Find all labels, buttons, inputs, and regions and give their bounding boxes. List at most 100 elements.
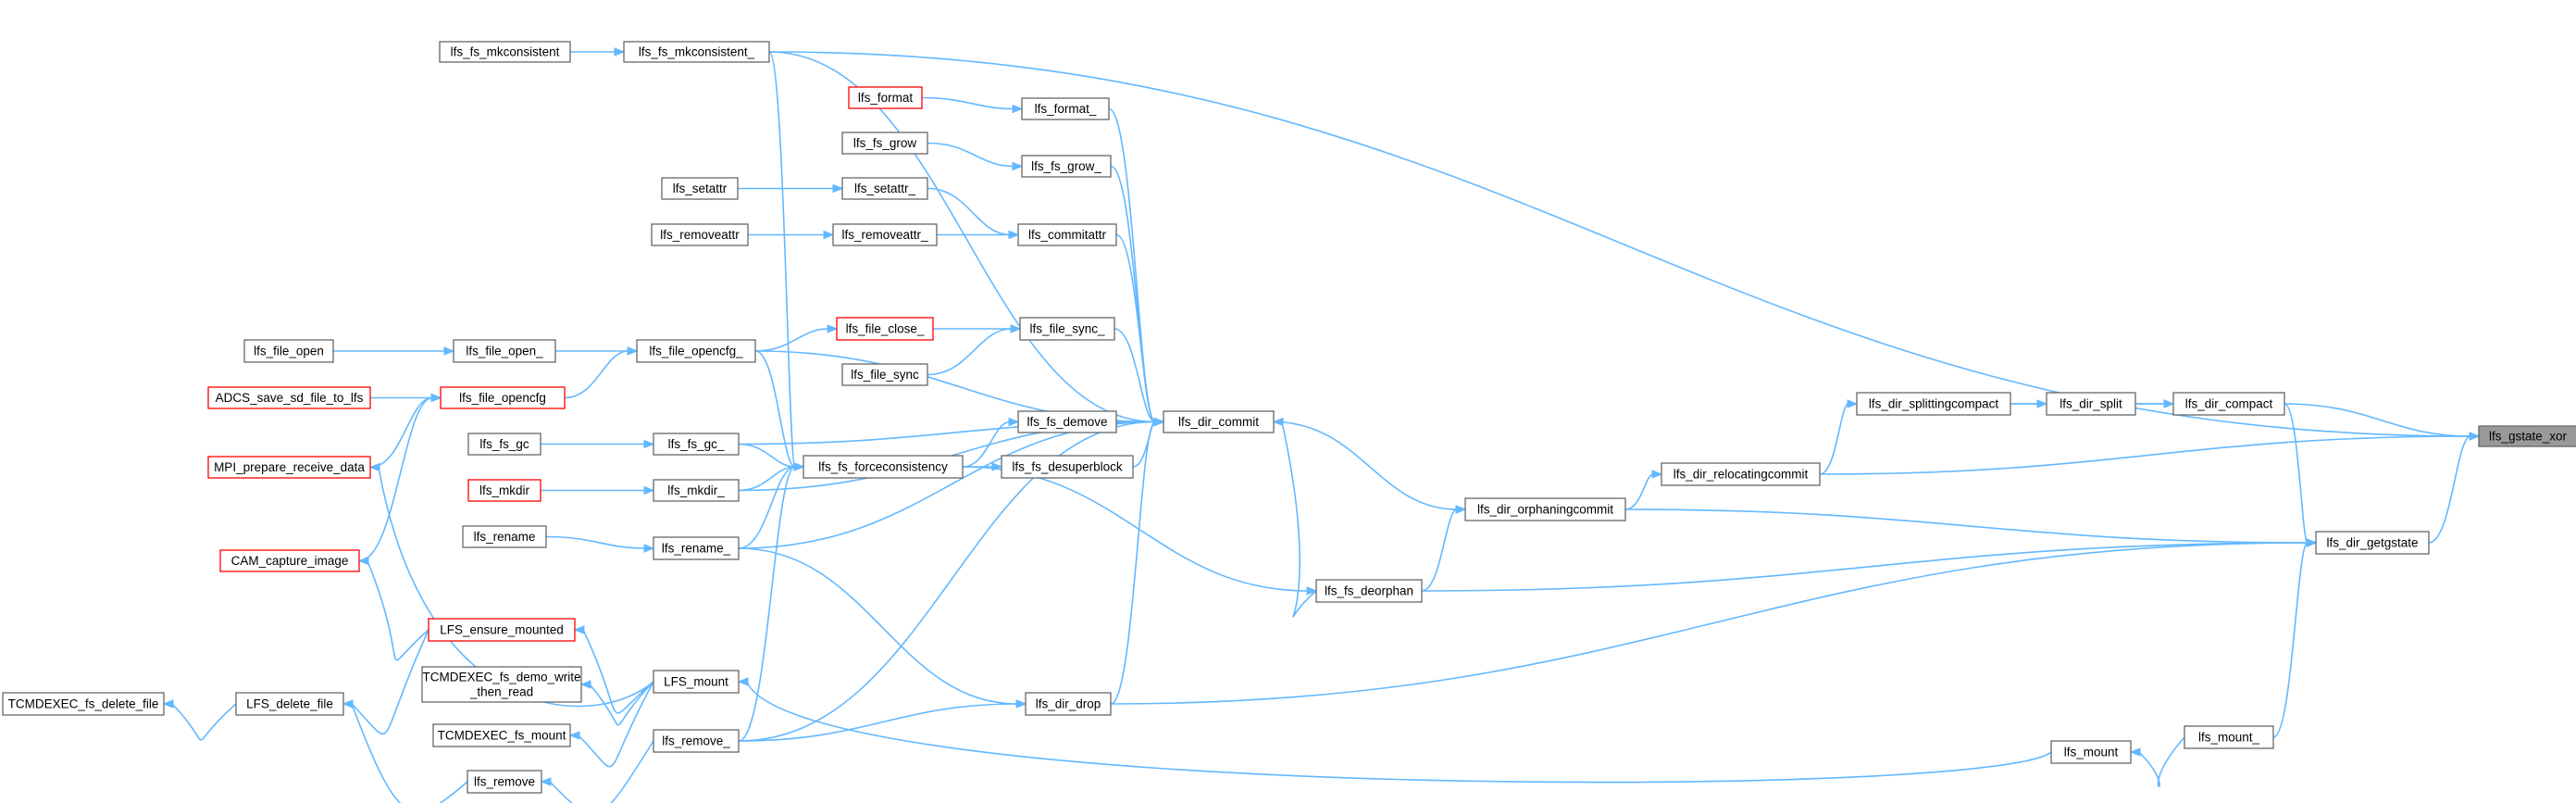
node-box[interactable] — [2050, 740, 2132, 764]
node-box[interactable] — [432, 723, 571, 747]
node-box[interactable] — [440, 386, 566, 409]
node-lfs-gstate-xor[interactable]: lfs_gstate_xor — [2478, 425, 2576, 447]
node-box[interactable] — [651, 223, 749, 246]
node-lfs-fs-grow[interactable]: lfs_fs_grow — [841, 132, 928, 155]
node-lfs-file-open[interactable]: lfs_file_open_ — [453, 339, 556, 363]
node-lfs-fs-demove[interactable]: lfs_fs_demove — [1017, 410, 1117, 433]
node-box[interactable] — [1315, 579, 1423, 603]
node-box[interactable] — [636, 339, 756, 363]
node-tcmdexec-fs-mount[interactable]: TCMDEXEC_fs_mount — [432, 723, 571, 747]
node-lfs-commitattr[interactable]: lfs_commitattr — [1017, 223, 1117, 246]
node-box[interactable] — [1025, 692, 1112, 716]
node-lfs-format[interactable]: lfs_format — [848, 86, 923, 109]
node-box[interactable] — [2046, 392, 2136, 416]
node-box[interactable] — [2315, 531, 2430, 555]
node-tcmdexec-fs-demo-write-then-read[interactable]: TCMDEXEC_fs_demo_write_then_read — [421, 666, 582, 703]
node-box[interactable] — [661, 177, 739, 200]
node-lfs-ensure-mounted[interactable]: LFS_ensure_mounted — [428, 618, 576, 642]
node-lfs-file-sync[interactable]: lfs_file_sync — [841, 363, 928, 386]
node-box[interactable] — [2, 692, 165, 716]
node-lfs-setattr[interactable]: lfs_setattr — [661, 177, 739, 200]
node-box[interactable] — [841, 363, 928, 386]
node-lfs-dir-compact[interactable]: lfs_dir_compact — [2172, 392, 2285, 416]
node-lfs-fs-grow[interactable]: lfs_fs_grow_ — [1021, 155, 1112, 178]
node-box[interactable] — [421, 666, 582, 703]
node-tcmdexec-fs-delete-file[interactable]: TCMDEXEC_fs_delete_file — [2, 692, 165, 716]
node-lfs-mount[interactable]: lfs_mount — [2050, 740, 2132, 764]
node-box[interactable] — [1661, 462, 1821, 486]
node-lfs-mount[interactable]: LFS_mount — [653, 670, 740, 694]
node-lfs-file-opencfg[interactable]: lfs_file_opencfg — [440, 386, 566, 409]
node-lfs-format[interactable]: lfs_format_ — [1021, 97, 1110, 120]
node-box[interactable] — [653, 433, 740, 456]
node-lfs-fs-forceconsistency[interactable]: lfs_fs_forceconsistency — [803, 455, 964, 479]
node-box[interactable] — [1856, 392, 2011, 416]
node-lfs-mkdir[interactable]: lfs_mkdir_ — [653, 479, 740, 502]
node-box[interactable] — [2172, 392, 2285, 416]
node-box[interactable] — [235, 692, 344, 716]
node-box[interactable] — [467, 433, 541, 456]
node-box[interactable] — [1019, 317, 1115, 341]
node-lfs-dir-splittingcompact[interactable]: lfs_dir_splittingcompact — [1856, 392, 2011, 416]
node-box[interactable] — [1001, 455, 1134, 479]
node-lfs-dir-split[interactable]: lfs_dir_split — [2046, 392, 2136, 416]
node-lfs-removeattr[interactable]: lfs_removeattr_ — [832, 223, 938, 246]
node-box[interactable] — [467, 479, 541, 502]
node-box[interactable] — [219, 549, 360, 572]
node-lfs-file-open[interactable]: lfs_file_open — [243, 339, 334, 363]
node-box[interactable] — [803, 455, 964, 479]
node-lfs-dir-drop[interactable]: lfs_dir_drop — [1025, 692, 1112, 716]
node-box[interactable] — [467, 770, 542, 794]
node-lfs-fs-gc[interactable]: lfs_fs_gc — [467, 433, 541, 456]
node-box[interactable] — [462, 525, 547, 548]
node-box[interactable] — [653, 670, 740, 694]
node-box[interactable] — [439, 41, 571, 63]
node-cam-capture-image[interactable]: CAM_capture_image — [219, 549, 360, 572]
node-lfs-fs-mkconsistent[interactable]: lfs_fs_mkconsistent — [439, 41, 571, 63]
node-box[interactable] — [653, 536, 740, 560]
node-lfs-remove[interactable]: lfs_remove_ — [653, 729, 740, 753]
node-box[interactable] — [2184, 725, 2274, 749]
node-box[interactable] — [1017, 410, 1117, 433]
node-box[interactable] — [653, 729, 740, 753]
node-lfs-fs-mkconsistent[interactable]: lfs_fs_mkconsistent_ — [623, 41, 770, 63]
node-box[interactable] — [623, 41, 770, 63]
node-box[interactable] — [207, 386, 371, 409]
node-box[interactable] — [1163, 410, 1275, 433]
node-box[interactable] — [841, 132, 928, 155]
node-box[interactable] — [653, 479, 740, 502]
node-box[interactable] — [848, 86, 923, 109]
node-lfs-mkdir[interactable]: lfs_mkdir — [467, 479, 541, 502]
node-lfs-fs-desuperblock[interactable]: lfs_fs_desuperblock — [1001, 455, 1134, 479]
node-box[interactable] — [1464, 497, 1626, 521]
node-box[interactable] — [841, 177, 928, 200]
node-lfs-dir-relocatingcommit[interactable]: lfs_dir_relocatingcommit — [1661, 462, 1821, 486]
node-box[interactable] — [2478, 425, 2576, 447]
node-lfs-dir-getgstate[interactable]: lfs_dir_getgstate — [2315, 531, 2430, 555]
node-box[interactable] — [243, 339, 334, 363]
node-box[interactable] — [428, 618, 576, 642]
node-lfs-delete-file[interactable]: LFS_delete_file — [235, 692, 344, 716]
node-lfs-file-close[interactable]: lfs_file_close_ — [836, 317, 934, 341]
node-lfs-rename[interactable]: lfs_rename — [462, 525, 547, 548]
node-lfs-rename[interactable]: lfs_rename_ — [653, 536, 740, 560]
node-box[interactable] — [207, 456, 371, 479]
node-lfs-remove[interactable]: lfs_remove — [467, 770, 542, 794]
node-box[interactable] — [832, 223, 938, 246]
node-mpi-prepare-receive-data[interactable]: MPI_prepare_receive_data — [207, 456, 371, 479]
node-box[interactable] — [836, 317, 934, 341]
node-lfs-fs-gc[interactable]: lfs_fs_gc_ — [653, 433, 740, 456]
node-lfs-dir-orphaningcommit[interactable]: lfs_dir_orphaningcommit — [1464, 497, 1626, 521]
node-lfs-fs-deorphan[interactable]: lfs_fs_deorphan — [1315, 579, 1423, 603]
node-lfs-file-sync[interactable]: lfs_file_sync_ — [1019, 317, 1115, 341]
node-box[interactable] — [453, 339, 556, 363]
node-lfs-mount[interactable]: lfs_mount_ — [2184, 725, 2274, 749]
node-box[interactable] — [1021, 97, 1110, 120]
node-box[interactable] — [1017, 223, 1117, 246]
node-lfs-file-opencfg[interactable]: lfs_file_opencfg_ — [636, 339, 756, 363]
node-lfs-dir-commit[interactable]: lfs_dir_commit — [1163, 410, 1275, 433]
node-adcs-save-sd-file-to-lfs[interactable]: ADCS_save_sd_file_to_lfs — [207, 386, 371, 409]
node-box[interactable] — [1021, 155, 1112, 178]
node-lfs-setattr[interactable]: lfs_setattr_ — [841, 177, 928, 200]
node-lfs-removeattr[interactable]: lfs_removeattr — [651, 223, 749, 246]
